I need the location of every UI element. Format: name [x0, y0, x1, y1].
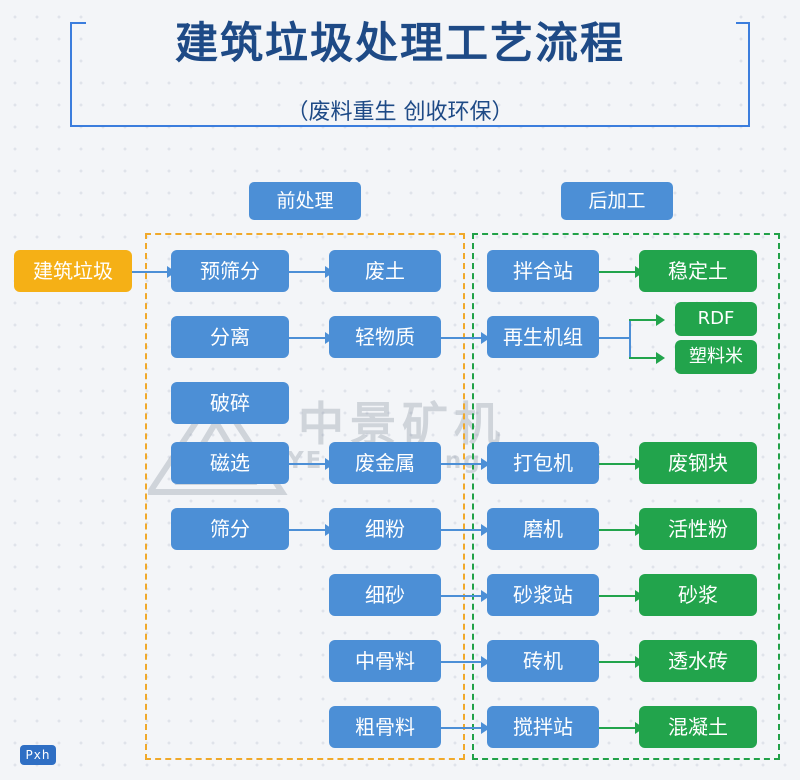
- page-subtitle: （废料重生 创收环保）: [286, 100, 514, 125]
- connector-fine-powder-mill: [441, 529, 483, 531]
- node-waste-soil[interactable]: 废土: [329, 250, 441, 292]
- node-active-powder[interactable]: 活性粉: [639, 508, 757, 550]
- group-box-post: [472, 233, 780, 760]
- node-mixing-station[interactable]: 搅拌站: [487, 706, 599, 748]
- node-screening[interactable]: 筛分: [171, 508, 289, 550]
- node-brick-machine[interactable]: 砖机: [487, 640, 599, 682]
- connector-recycle-unit-split: [599, 337, 629, 339]
- node-fine-sand[interactable]: 细砂: [329, 574, 441, 616]
- group-box-pre: [145, 233, 465, 760]
- node-scrap-metal[interactable]: 废金属: [329, 442, 441, 484]
- connector-magnetic-scrap: [289, 463, 327, 465]
- arrow-fine-powder-mill: [481, 524, 490, 536]
- connector-light-recycle-unit: [441, 337, 483, 339]
- connector-recycle-unit-plastic: [629, 357, 659, 359]
- title-frame-mask: [86, 10, 736, 76]
- arrow-recycle-unit-rdf: [656, 314, 665, 326]
- arrow-fine-sand-mortar-station: [481, 590, 490, 602]
- connector-mixing-plant-stabilized-soil: [599, 271, 637, 273]
- node-scrap-steel[interactable]: 废钢块: [639, 442, 757, 484]
- node-light-material[interactable]: 轻物质: [329, 316, 441, 358]
- connector-brick-machine-permeable-brick: [599, 661, 637, 663]
- connector-fine-sand-mortar-station: [441, 595, 483, 597]
- node-plastic-pellets[interactable]: 塑料米: [675, 340, 757, 374]
- arrow-recycle-unit-plastic: [656, 352, 665, 364]
- node-mixing-plant[interactable]: 拌合站: [487, 250, 599, 292]
- connector-scrap-baler: [441, 463, 483, 465]
- node-source-construction-waste[interactable]: 建筑垃圾: [14, 250, 132, 292]
- node-mortar-station[interactable]: 砂浆站: [487, 574, 599, 616]
- node-crushing[interactable]: 破碎: [171, 382, 289, 424]
- node-mortar[interactable]: 砂浆: [639, 574, 757, 616]
- arrow-light-recycle-unit: [481, 332, 490, 344]
- connector-recycle-unit-bus: [629, 319, 631, 357]
- arrow-medium-aggregate-brick-machine: [481, 656, 490, 668]
- connector-mill-active-powder: [599, 529, 637, 531]
- node-pre-screening[interactable]: 预筛分: [171, 250, 289, 292]
- node-rdf[interactable]: RDF: [675, 302, 757, 336]
- corner-logo: Pxh: [20, 745, 56, 765]
- arrow-coarse-aggregate-mixing-station: [481, 722, 490, 734]
- arrow-scrap-baler: [481, 458, 490, 470]
- connector-mortar-station-mortar: [599, 595, 637, 597]
- node-separation[interactable]: 分离: [171, 316, 289, 358]
- node-permeable-brick[interactable]: 透水砖: [639, 640, 757, 682]
- connector-source-presieve: [131, 271, 169, 273]
- connector-mixing-station-concrete: [599, 727, 637, 729]
- page-title: 建筑垃圾处理工艺流程: [175, 19, 625, 69]
- connector-screening-fine-powder: [289, 529, 327, 531]
- group-label-pre: 前处理: [249, 182, 361, 220]
- node-coarse-aggregate[interactable]: 粗骨料: [329, 706, 441, 748]
- group-label-post: 后加工: [561, 182, 673, 220]
- connector-medium-aggregate-brick-machine: [441, 661, 483, 663]
- connector-coarse-aggregate-mixing-station: [441, 727, 483, 729]
- node-stabilized-soil[interactable]: 稳定土: [639, 250, 757, 292]
- node-fine-powder[interactable]: 细粉: [329, 508, 441, 550]
- node-mill[interactable]: 磨机: [487, 508, 599, 550]
- node-concrete[interactable]: 混凝土: [639, 706, 757, 748]
- connector-baler-scrap-steel: [599, 463, 637, 465]
- node-recycling-unit[interactable]: 再生机组: [487, 316, 599, 358]
- connector-recycle-unit-rdf: [629, 319, 659, 321]
- node-magnetic-separation[interactable]: 磁选: [171, 442, 289, 484]
- connector-separate-light: [289, 337, 327, 339]
- node-baler[interactable]: 打包机: [487, 442, 599, 484]
- node-medium-aggregate[interactable]: 中骨料: [329, 640, 441, 682]
- connector-presieve-waste-soil: [289, 271, 327, 273]
